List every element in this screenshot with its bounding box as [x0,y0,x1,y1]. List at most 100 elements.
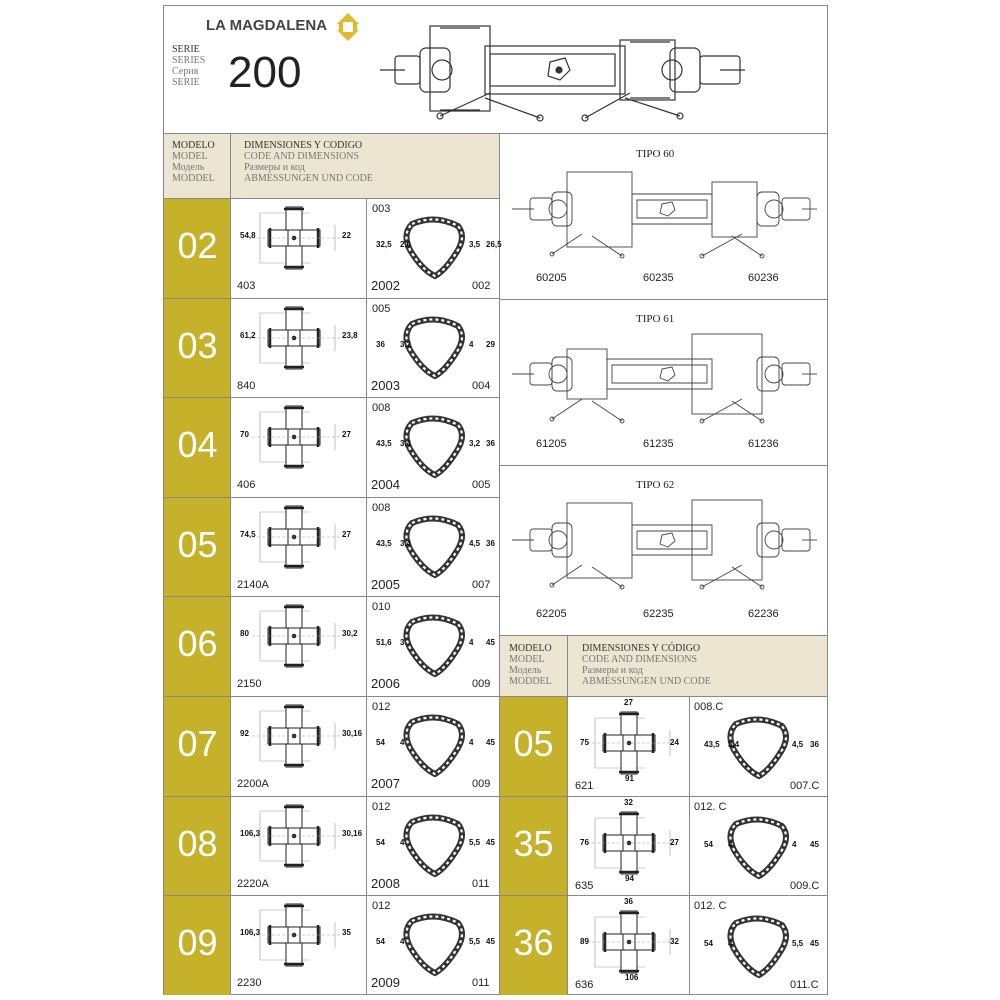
tube-dim-outer-left: 51,6 [376,638,392,648]
serie-label: SERIE [172,44,200,55]
cross-dim-left: 54,8 [240,231,256,240]
tipo-driveshaft-drawing [512,499,817,590]
divider [366,895,367,995]
dim-label: DIMENSIONES Y CODIGO [244,140,363,151]
divider [366,596,367,696]
model-label: MODEL [172,151,208,162]
tube-end-code: 007.C [790,780,820,792]
tube-top-code: 012. C [694,900,727,913]
tube-code: 2004 [371,477,400,493]
tube-end-code: 011 [472,977,490,990]
tube-profile-drawing [403,515,465,579]
cross-dim-right: 30,2 [342,629,358,639]
tube-dim-wall-right: 5,5 [469,837,481,847]
divider [163,496,500,498]
cross-dim-bottom: 106 [625,973,639,983]
dim-label: DIMENSIONES Y CÓDIGO [582,643,701,654]
tube-dim-wall-right: 4,5 [792,740,804,749]
tube-dim-wall-left: 2,6 [400,240,412,249]
divider [366,397,367,497]
tube-profile-drawing [403,814,465,877]
cross-dim-left: 92 [240,729,249,738]
series-number: 200 [228,48,302,97]
tube-end-code: 007 [472,578,491,591]
divider [500,465,827,466]
tube-dim-outer-left: 54 [376,937,385,947]
tube-dim-wall-left: 3,4 [728,740,740,749]
cross-code: 2230 [237,977,262,990]
tube-dim-wall-left: 3,2 [400,339,412,349]
model-label: MODDEL [172,173,215,184]
serie-labels: SERIE SERIES Серия SERIE [172,44,205,88]
cross-dim-left: 75 [580,738,589,747]
tube-dim-wall-left: 4 [728,839,733,849]
tube-code: 2002 [371,278,400,293]
model-cell [164,198,230,298]
model-label: MODDEL [509,676,552,687]
cross-joint-drawing [252,206,340,270]
model-number: 05 [513,723,554,764]
divider [230,795,231,896]
serie-label: SERIES [172,55,206,66]
tube-profile-drawing [403,913,465,977]
model-label: Модель [509,665,542,676]
cross-dim-right: 27 [342,529,351,539]
divider [163,198,500,199]
tube-dim-outer-left: 54 [376,738,385,747]
tube-dim-outer-right: 36 [486,538,495,548]
cross-code: 2140A [237,578,269,591]
cross-dim-right: 27 [670,837,679,847]
model-cell [164,397,230,497]
tube-dim-wall-right: 5,5 [469,937,481,947]
cross-joint-drawing [252,804,340,868]
divider [230,134,231,198]
tube-code: 2006 [371,676,400,692]
tube-code: 2008 [371,875,400,891]
divider [567,895,568,995]
tube-end-code: 002 [472,280,491,292]
tube-profile-drawing [727,816,789,879]
divider [567,636,568,696]
cross-dim-right: 24 [670,738,679,747]
cross-joint-drawing [252,604,340,668]
model-cell [500,696,567,796]
cross-dim-right: 30,16 [342,828,363,838]
tube-code: 2009 [371,975,400,991]
tipo-code: 61236 [748,438,779,450]
driveshaft-header-illustration [380,25,745,122]
serie-label: SERIE [172,77,200,88]
cross-dim-right: 35 [342,928,351,938]
divider [689,795,690,896]
cross-joint-drawing [252,306,340,370]
model-number: 04 [177,424,218,466]
cross-dim-right: 32 [670,937,679,947]
tube-dim-wall-right: 4 [469,339,474,349]
tube-dim-wall-left: 4 [400,738,405,747]
dim-label: Размеры и код [244,162,305,173]
model-cell [164,696,230,796]
cross-dim-left: 80 [240,629,249,639]
tube-end-code: 011 [472,877,490,890]
model-cell [500,795,567,896]
tube-profile-drawing [403,614,465,678]
tube-dim-outer-right: 45 [810,939,819,949]
cross-dim-left: 70 [240,430,249,440]
model-cell [164,795,230,896]
tube-dim-outer-left: 54 [704,939,713,949]
divider [499,134,500,995]
tube-profile-drawing [727,716,789,780]
cross-dim-top: 27 [624,698,633,707]
divider [366,696,367,796]
model-number: 02 [177,225,218,266]
model-number: 35 [513,822,554,864]
cross-dim-right: 23,8 [342,330,358,340]
cross-dim-right: 22 [342,231,351,240]
model-cell [164,596,230,696]
cross-dim-left: 74,5 [240,529,256,539]
tube-end-code: 009 [472,778,491,790]
table-header-right [500,636,827,696]
divider [500,299,827,300]
tube-dim-wall-right: 3,5 [469,240,481,249]
tube-dim-outer-left: 54 [704,839,713,849]
dim-label: CODE AND DIMENSIONS [582,654,698,665]
